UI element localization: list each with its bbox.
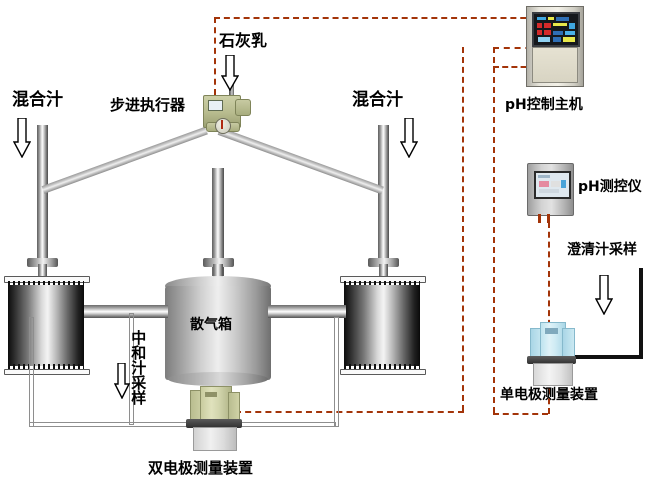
mixed-juice-left-arrow [13,118,31,158]
label-mixed-juice-left: 混合汁 [12,90,63,110]
label-gas-box: 散气箱 [190,317,232,333]
neutral-sampling-pipe-vertical-left [29,317,34,427]
signal-line-dual-electrode-bottom [235,411,464,413]
gas-box-stack-flange [203,258,234,267]
signal-line-dual-electrode-vertical [462,47,464,411]
ph-measuring-instrument-box[interactable] [527,163,574,216]
lime-milk-pipe-left [41,126,208,194]
clarified-return-pipe-vertical [334,317,339,427]
dual-electrode-tray [186,419,242,428]
lime-milk-arrow [221,55,239,91]
actuator-side-cylinder [235,99,251,116]
single-electrode-display [545,328,558,334]
actuator-display-window [208,100,223,111]
left-feed-pipe [37,125,48,265]
mixed-juice-right-arrow [400,118,418,158]
right-feed-pipe-flange [368,258,399,267]
ph-meter-cable-left [538,214,541,223]
left-tank-bottom-teeth [8,364,84,370]
clarified-return-pipe-bottom [236,422,336,427]
label-single-electrode-device: 单电极测量装置 [500,387,598,403]
right-tank-bottom-teeth [344,364,420,370]
left-feed-pipe-flange [27,258,58,267]
actuator-inlet-stem [229,79,234,101]
gas-box-stack [212,168,224,276]
label-ph-control-host: pH控制主机 [505,97,583,113]
signal-line-meter-vertical [493,47,495,413]
neutral-sampling-pipe-bottom [29,422,209,427]
left-tank-top-teeth [8,281,84,287]
label-lime-milk: 石灰乳 [219,31,268,50]
dual-electrode-display [205,392,217,397]
left-feed-pipe-neck [38,264,47,278]
signal-line-host-to-actuator-down [214,17,216,95]
signal-line-host-branch-a [493,47,553,49]
label-clarified-juice-sampling: 澄清汁采样 [567,242,637,258]
label-neutral-juice-sampling: 中和汁采样 [129,330,148,405]
neutral-juice-sampling-arrow [114,363,130,399]
dual-electrode-base [193,427,237,451]
lime-milk-pipe-right [217,127,384,195]
gas-box [165,286,271,380]
left-connector-pipe [84,305,168,318]
ph-host-lower-panel [532,47,578,83]
ph-control-host-cabinet[interactable] [526,6,584,87]
left-tank-base [4,369,90,375]
signal-line-meter-bottom [493,413,548,415]
right-tank-base [340,369,426,375]
ph-meter-cable-right [547,214,550,223]
left-tank [8,285,84,366]
actuator-gauge [215,118,231,134]
single-electrode-tray [527,356,576,364]
signal-line-single-electrode [548,222,550,414]
right-feed-pipe-neck [379,264,388,278]
actuator-gauge-needle [221,120,223,129]
signal-line-host-to-actuator-top [214,17,546,19]
label-stepping-actuator: 步进执行器 [110,96,186,114]
label-mixed-juice-right: 混合汁 [352,90,403,110]
ph-host-screen[interactable] [532,12,580,47]
right-tank-top-teeth [344,281,420,287]
clarified-juice-sampling-arrow [595,275,613,315]
gas-box-stack-neck [213,264,223,278]
clarified-sample-pipe-horizontal [566,355,643,359]
right-tank [344,285,420,366]
neutral-sampling-pipe-branch [129,313,134,425]
ph-meter-screen[interactable] [534,171,571,199]
single-electrode-base [533,363,573,386]
signal-line-meter-branch [493,66,545,68]
label-dual-electrode-device: 双电极测量装置 [148,459,254,477]
label-ph-measuring-instrument: pH测控仪 [578,179,642,195]
right-connector-pipe [268,305,346,318]
gas-box-base [168,372,268,386]
right-feed-pipe [378,125,389,265]
clarified-sample-pipe-vertical [639,268,643,358]
